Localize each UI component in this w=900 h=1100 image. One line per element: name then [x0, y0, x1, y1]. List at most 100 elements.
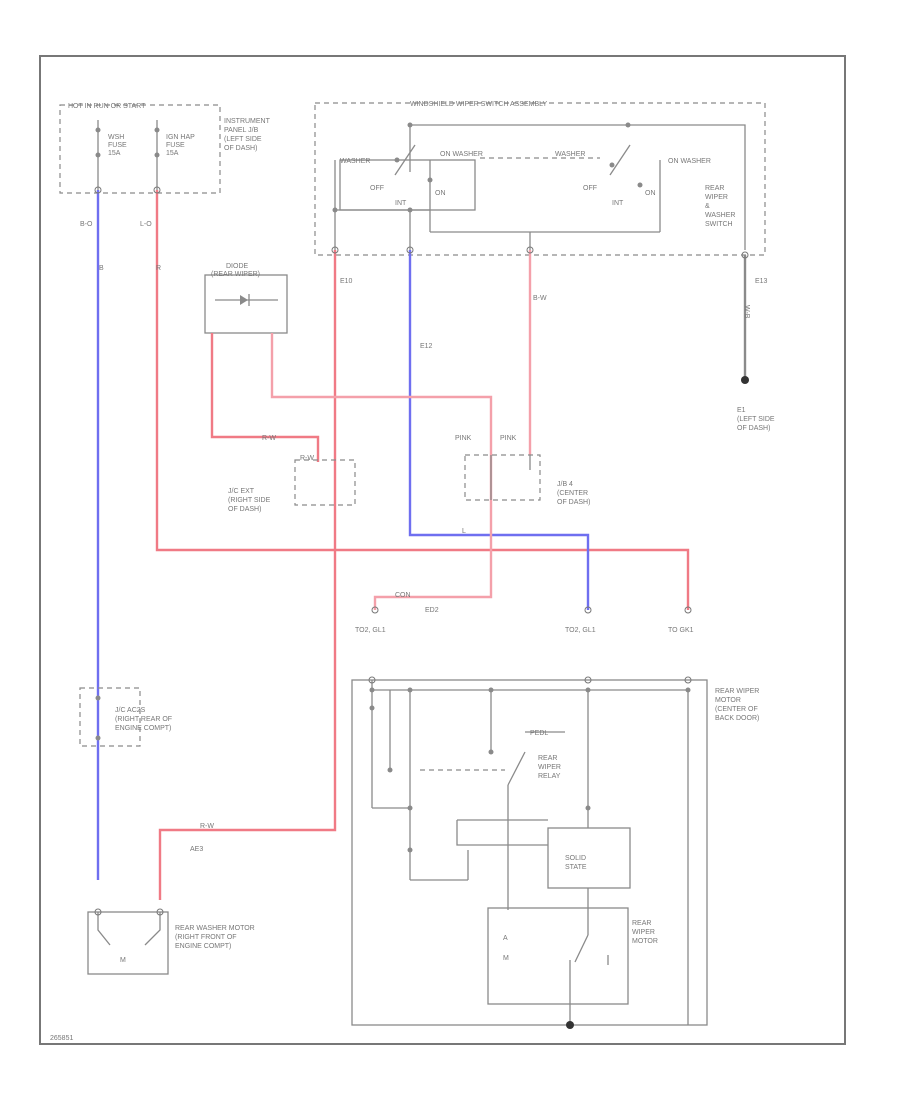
rear-wiper-motor-label: REAR WIPER MOTOR (CENTER OF BACK DOOR) [715, 688, 759, 722]
svg-text:OF DASH): OF DASH) [557, 499, 590, 506]
svg-text:(RIGHT REAR OF: (RIGHT REAR OF [115, 716, 172, 723]
inner-motor-internal: A M [503, 888, 609, 1025]
jc-ac2s-box [79, 687, 141, 747]
diagram-id: 265851 [50, 1035, 73, 1042]
black-wire-jb4 [490, 455, 531, 500]
svg-text:M: M [503, 955, 509, 962]
jb4-label: J/B 4 (CENTER OF DASH) [557, 481, 590, 506]
red-wire-diode-left [210, 333, 320, 462]
wire-label-l: L [462, 528, 466, 535]
wire-label-b-w: B-W [533, 295, 547, 302]
svg-text:OF DASH): OF DASH) [228, 506, 261, 513]
jb4-pin-1: PINK [455, 435, 472, 442]
svg-text:BACK DOOR): BACK DOOR) [715, 715, 759, 722]
label-on-2: ON [645, 190, 656, 197]
svg-text:RELAY: RELAY [538, 773, 561, 780]
ground-label: E1 (LEFT SIDE OF DASH) [737, 407, 775, 432]
svg-text:WSH: WSH [108, 134, 124, 141]
svg-text:E1: E1 [737, 407, 746, 414]
washer-motor-box [87, 911, 169, 975]
svg-text:A: A [503, 935, 508, 942]
hot-box [59, 104, 221, 194]
jb4-pin-2: PINK [500, 435, 517, 442]
label-washer-left: WASHER [340, 158, 370, 165]
pin-e12: E12 [420, 343, 433, 350]
svg-text:REAR: REAR [705, 185, 724, 192]
label-ae3: AE3 [190, 846, 203, 853]
fuse-ign: IGN HAP FUSE 15A [154, 120, 195, 190]
svg-text:15A: 15A [108, 150, 121, 157]
svg-text:WIPER: WIPER [632, 929, 655, 936]
label-on-washer-right: ON WASHER [668, 158, 711, 165]
label-con: CON [395, 592, 411, 599]
svg-text:SWITCH: SWITCH [705, 221, 733, 228]
svg-text:MOTOR: MOTOR [632, 938, 658, 945]
wire-label-l-o: L-O [140, 221, 152, 228]
wire-label-r: R [156, 265, 161, 272]
instrument-panel-label: INSTRUMENT PANEL J/B (LEFT SIDE OF DASH) [224, 118, 271, 152]
pin-e10: E10 [340, 278, 353, 285]
switch-internal [332, 122, 746, 250]
svg-text:MOTOR: MOTOR [715, 697, 741, 704]
rear-wiper-relay-label: REAR WIPER RELAY [538, 755, 561, 780]
svg-text:WIPER: WIPER [538, 764, 561, 771]
washer-motor-symbol: M [97, 912, 161, 964]
solid-state-label: SOLID [565, 855, 586, 862]
svg-text:OF DASH): OF DASH) [737, 425, 770, 432]
diode-symbol [215, 294, 278, 306]
svg-text:WASHER: WASHER [705, 212, 735, 219]
svg-text:REAR: REAR [632, 920, 651, 927]
label-ed2: ED2 [425, 607, 439, 614]
svg-text:(CENTER OF: (CENTER OF [715, 706, 758, 713]
connector-c1: TO2, GL1 [355, 627, 386, 634]
label-off-2: OFF [583, 185, 597, 192]
ground-point [741, 376, 749, 384]
hot-box-title: HOT IN RUN OR START [68, 103, 146, 110]
svg-text:REAR: REAR [538, 755, 557, 762]
motor-internal-wiring [369, 680, 691, 1025]
jc-ext-box [294, 459, 356, 506]
inner-motor-box [487, 907, 629, 1005]
terminal-markers [94, 186, 749, 916]
svg-text:WIPER: WIPER [705, 194, 728, 201]
relay-pedl: PEDL [530, 730, 548, 737]
svg-text:(LEFT SIDE: (LEFT SIDE [737, 416, 775, 423]
washer-motor-label: REAR WASHER MOTOR (RIGHT FRONT OF ENGINE… [175, 925, 255, 950]
diode-label: DIODE [226, 263, 249, 270]
svg-text:M: M [120, 957, 126, 964]
svg-text:(LEFT SIDE: (LEFT SIDE [224, 136, 262, 143]
diagram-frame [39, 55, 846, 1045]
svg-text:J/C AC2S: J/C AC2S [115, 707, 146, 714]
wire-label-w-b: W-B [743, 305, 750, 319]
blue-wire-e12 [408, 250, 590, 610]
svg-text:(CENTER: (CENTER [557, 490, 588, 497]
solid-state-label-2: STATE [565, 864, 587, 871]
svg-text:IGN HAP: IGN HAP [166, 134, 195, 141]
solid-state-box [547, 827, 631, 889]
diode-sub-label: (REAR WIPER) [211, 271, 260, 278]
wire-label-r-w: R-W [262, 435, 276, 442]
pin-e13: E13 [755, 278, 768, 285]
label-on-washer: ON WASHER [440, 151, 483, 158]
svg-text:(RIGHT SIDE: (RIGHT SIDE [228, 497, 271, 504]
svg-text:&: & [705, 203, 710, 210]
label-on-1: ON [435, 190, 446, 197]
fuse-wsh: WSH FUSE 15A [95, 120, 127, 190]
connector-c3: TO GK1 [668, 627, 694, 634]
jc-ext-pin: R-W [300, 455, 314, 462]
wire-label-b-o: B-O [80, 221, 93, 228]
switch-assembly-title: WINDSHIELD WIPER SWITCH ASSEMBLY [410, 101, 547, 108]
wire-label-r-w-lower: R-W [200, 823, 214, 830]
svg-text:15A: 15A [166, 150, 179, 157]
svg-text:REAR WIPER: REAR WIPER [715, 688, 759, 695]
red-wire-e10 [158, 250, 337, 900]
svg-text:REAR WASHER MOTOR: REAR WASHER MOTOR [175, 925, 255, 932]
svg-text:J/C EXT: J/C EXT [228, 488, 255, 495]
wire-label-b: B [99, 265, 104, 272]
switch-assembly [314, 102, 766, 256]
pink-wire-diode-right [270, 333, 493, 610]
diode-box [204, 274, 288, 334]
jb4-box [464, 454, 541, 501]
svg-text:PANEL J/B: PANEL J/B [224, 127, 259, 134]
